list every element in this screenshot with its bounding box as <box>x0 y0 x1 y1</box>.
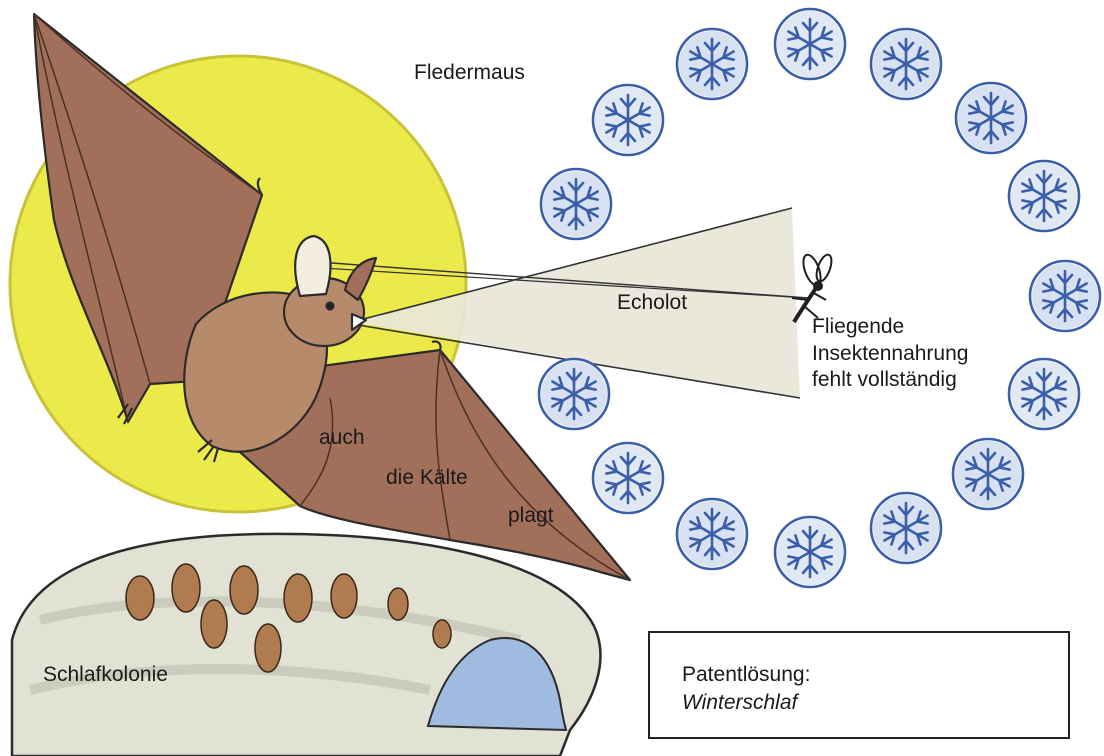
snowflake-icon <box>953 439 1023 509</box>
snowflake-icon <box>956 83 1026 153</box>
solution-label: Patentlösung: <box>682 663 810 687</box>
snowflake-icon <box>677 499 747 569</box>
insect-note-line: fehlt vollständig <box>812 367 968 394</box>
wing-text-2: die Kälte <box>386 466 468 490</box>
insect-note-line: Insektennahrung <box>812 341 968 368</box>
snowflake-icon <box>1009 359 1079 429</box>
snowflake-icon <box>1009 161 1079 231</box>
snowflake-icon <box>775 9 845 79</box>
wing-text-3: plagt <box>508 504 554 528</box>
snowflake-icon <box>677 29 747 99</box>
snowflake-icon <box>1030 261 1100 331</box>
cave-icon <box>12 534 600 756</box>
wing-text-1: auch <box>319 426 365 450</box>
mosquito-icon <box>792 253 834 322</box>
cave-label: Schlafkolonie <box>43 663 168 687</box>
snowflake-icon <box>775 517 845 587</box>
snowflake-icon <box>871 493 941 563</box>
insect-note: Fliegende Insektennahrung fehlt vollstän… <box>812 314 968 394</box>
solution-value: Winterschlaf <box>682 691 797 715</box>
insect-note-line: Fliegende <box>812 314 968 341</box>
snowflake-icon <box>593 443 663 513</box>
snowflake-icon <box>593 85 663 155</box>
snowflake-icon <box>541 169 611 239</box>
snowflake-icon <box>539 359 609 429</box>
snowflake-icon <box>871 29 941 99</box>
title: Fledermaus <box>414 61 525 85</box>
solution-box: Patentlösung: Winterschlaf <box>648 631 1070 739</box>
beam-label: Echolot <box>617 291 687 315</box>
